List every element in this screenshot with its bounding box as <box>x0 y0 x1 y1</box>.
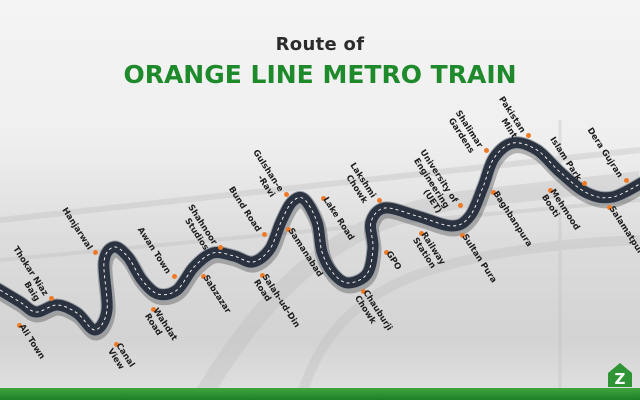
station-dot <box>581 180 587 186</box>
station-dot <box>217 244 223 250</box>
station-dot <box>483 147 489 153</box>
station-dot <box>113 341 119 347</box>
station-dot <box>525 132 531 138</box>
station-dot <box>547 187 553 193</box>
station-dot <box>259 272 265 278</box>
road-surface <box>0 137 640 336</box>
road-center-line <box>0 142 640 331</box>
station-dot <box>16 322 22 328</box>
station-dot <box>285 226 291 232</box>
station-dot <box>376 197 382 203</box>
house-logo-icon: Z <box>608 363 632 388</box>
station-dot <box>606 204 612 210</box>
station-dot <box>490 189 496 195</box>
station-dot <box>383 249 389 255</box>
station-dot <box>459 232 465 238</box>
logo-letter: Z <box>615 370 626 388</box>
station-dot <box>623 177 629 183</box>
station-dot <box>261 231 267 237</box>
station-dot <box>150 306 156 312</box>
station-dot <box>48 295 54 301</box>
station-dot <box>360 288 366 294</box>
footer-bar <box>0 388 640 400</box>
station-dot <box>283 191 289 197</box>
station-dot <box>320 195 326 201</box>
title-line-1: Route of <box>275 34 365 55</box>
station-dot <box>457 202 463 208</box>
station-dot <box>200 273 206 279</box>
station-dot <box>171 273 177 279</box>
station-dot <box>92 249 98 255</box>
station-dot <box>418 230 424 236</box>
title-line-2: ORANGE LINE METRO TRAIN <box>123 60 517 89</box>
